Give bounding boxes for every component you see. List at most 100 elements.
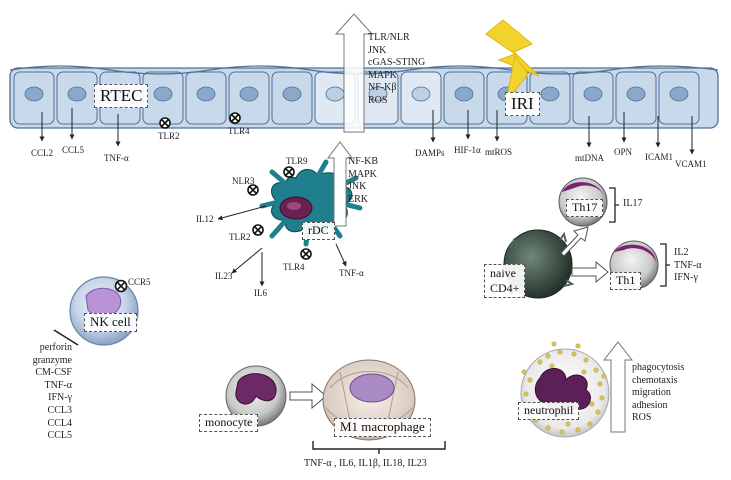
nk-cell-label: NK cell — [84, 313, 137, 332]
epithelial-nucleus — [239, 86, 259, 102]
epithelial-nucleus — [540, 86, 560, 102]
macrophage-products: TNF-α , IL6, IL1β, IL18, IL23 — [304, 458, 427, 469]
epithelial-nucleus — [282, 86, 302, 102]
monocyte-to-macrophage-arrow — [289, 382, 327, 410]
nk-product-list: perforin granzyme CM-CSF TNF-α IFN-γ CCL… — [8, 342, 72, 443]
cytokine-il23: IL23 — [215, 271, 233, 281]
dc-pathway-list: NF-KB MAPK JNK ERK — [348, 156, 378, 206]
differentiation-arrows — [560, 226, 609, 284]
neutrophil-cell — [520, 341, 610, 438]
neutrophil-function-list: phagocytosis chemotaxis migration adhesi… — [632, 362, 684, 425]
dc-pathway-item: JNK — [348, 181, 367, 193]
neutrophil-function: ROS — [632, 412, 652, 424]
nk-product: IFN-γ — [48, 392, 72, 404]
epithelial-nucleus — [196, 86, 216, 102]
epithelial-nucleus — [583, 86, 603, 102]
neutrophil-label: neutrophil — [518, 402, 580, 420]
dc-receptor-tlr2: TLR2 — [229, 232, 251, 242]
neutrophil-function: adhesion — [632, 399, 668, 411]
cytokine-tnfa: TNF-α — [339, 268, 364, 278]
th1-product-list: IL2 TNF-α IFN-γ — [674, 247, 701, 285]
neutrophil-granule — [589, 401, 595, 407]
th1-bracket — [660, 243, 670, 287]
neutrophil-function: phagocytosis — [632, 362, 685, 373]
epithelial-nucleus — [454, 86, 474, 102]
neutrophil-granule — [545, 425, 551, 431]
dc-output-arrows — [217, 205, 347, 287]
dc-receptor-blocked-icons — [247, 166, 312, 260]
neutrophil-granule — [565, 421, 571, 427]
nk-bracket — [53, 329, 79, 346]
pathway-item: TLR/NLR — [368, 32, 410, 43]
neutrophil-granule — [575, 343, 581, 349]
naive-label-line1: naive — [490, 266, 516, 280]
nk-product: CCL5 — [47, 430, 72, 442]
epithelial-nucleus — [325, 86, 345, 102]
receptor-tlr9: TLR9 — [286, 156, 308, 166]
cytokine-il6: IL6 — [254, 288, 267, 298]
th17-label: Th17 — [566, 199, 604, 217]
neutrophil-granule — [549, 363, 555, 369]
rtec-label: RTEC — [94, 84, 149, 108]
neutrophil-granule — [595, 409, 601, 415]
receptor-ccr5: CCR5 — [128, 277, 151, 287]
neutrophil-granule — [559, 429, 565, 435]
neutrophil-granule — [597, 381, 603, 387]
neutrophil-granule — [537, 359, 543, 365]
receptor-blocked-icon — [229, 112, 241, 124]
neutrophil-function: chemotaxis — [632, 374, 678, 386]
neutrophil-function-arrow — [602, 341, 634, 433]
nk-product: CM-CSF — [35, 367, 72, 379]
pathway-item: ROS — [368, 94, 388, 106]
mediator-ccl5: CCL5 — [62, 145, 85, 155]
neutrophil-granule — [599, 395, 605, 401]
neutrophil-granule — [545, 353, 551, 359]
mediator-mtros: mtROS — [485, 147, 513, 157]
mediator-tnfa: TNF-α — [104, 153, 129, 163]
epithelial-nucleus — [24, 86, 44, 102]
naive-label-line2: CD4+ — [490, 281, 520, 295]
epithelial-nucleus — [669, 86, 689, 102]
pathway-item: NF-Kβ — [368, 82, 397, 94]
nk-product: granzyme — [32, 354, 72, 366]
mediator-mtdna: mtDNA — [575, 153, 604, 163]
naive-cd4-label: naive CD4+ — [484, 264, 526, 298]
epithelial-cell — [400, 71, 442, 125]
epithelial-nucleus — [626, 86, 646, 102]
mediator-icam1: ICAM1 — [645, 152, 674, 162]
neutrophil-function: migration — [632, 387, 671, 399]
receptor-nlr3: NLR3 — [232, 176, 255, 186]
epithelial-nucleus — [67, 86, 87, 102]
nk-product: CCL3 — [47, 404, 72, 416]
mediator-hif1a: HIF-1α — [454, 145, 481, 155]
epithelium-output-arrows — [39, 108, 695, 155]
neutrophil-granule — [527, 377, 533, 383]
neutrophil-granule — [601, 373, 607, 379]
th17-bracket — [609, 187, 619, 223]
dc-pathway-item: NF-KB — [348, 156, 379, 167]
mediator-opn: OPN — [614, 147, 633, 157]
receptor-tlr2: TLR2 — [158, 131, 180, 141]
monocyte-cell — [225, 365, 287, 427]
pathway-arrow-up — [334, 13, 374, 133]
neutrophil-granule — [521, 369, 527, 375]
neutrophil-granule — [581, 369, 587, 375]
epithelial-nucleus — [153, 86, 173, 102]
receptor-blocked-icon — [159, 117, 171, 129]
iri-label: IRI — [505, 92, 540, 116]
th1-product: IL2 — [674, 247, 689, 258]
neutrophil-granule — [583, 357, 589, 363]
dc-pathway-arrow-up — [327, 141, 353, 227]
macrophage-bracket — [312, 441, 446, 454]
cytokine-il12: IL12 — [196, 214, 214, 224]
pathway-item: MAPK — [368, 69, 397, 81]
pathway-item: cGAS-STING — [368, 57, 426, 69]
dc-pathway-item: ERK — [348, 193, 368, 205]
th1-product: IFN-γ — [674, 272, 698, 284]
nk-product: CCL4 — [47, 417, 72, 429]
ccr5-blocked-icon — [114, 279, 128, 293]
epithelium-pathway-list: TLR/NLR JNK cGAS-STING MAPK NF-Kβ ROS — [368, 32, 425, 108]
neutrophil-granule — [587, 421, 593, 427]
pathway-item: JNK — [368, 44, 387, 56]
